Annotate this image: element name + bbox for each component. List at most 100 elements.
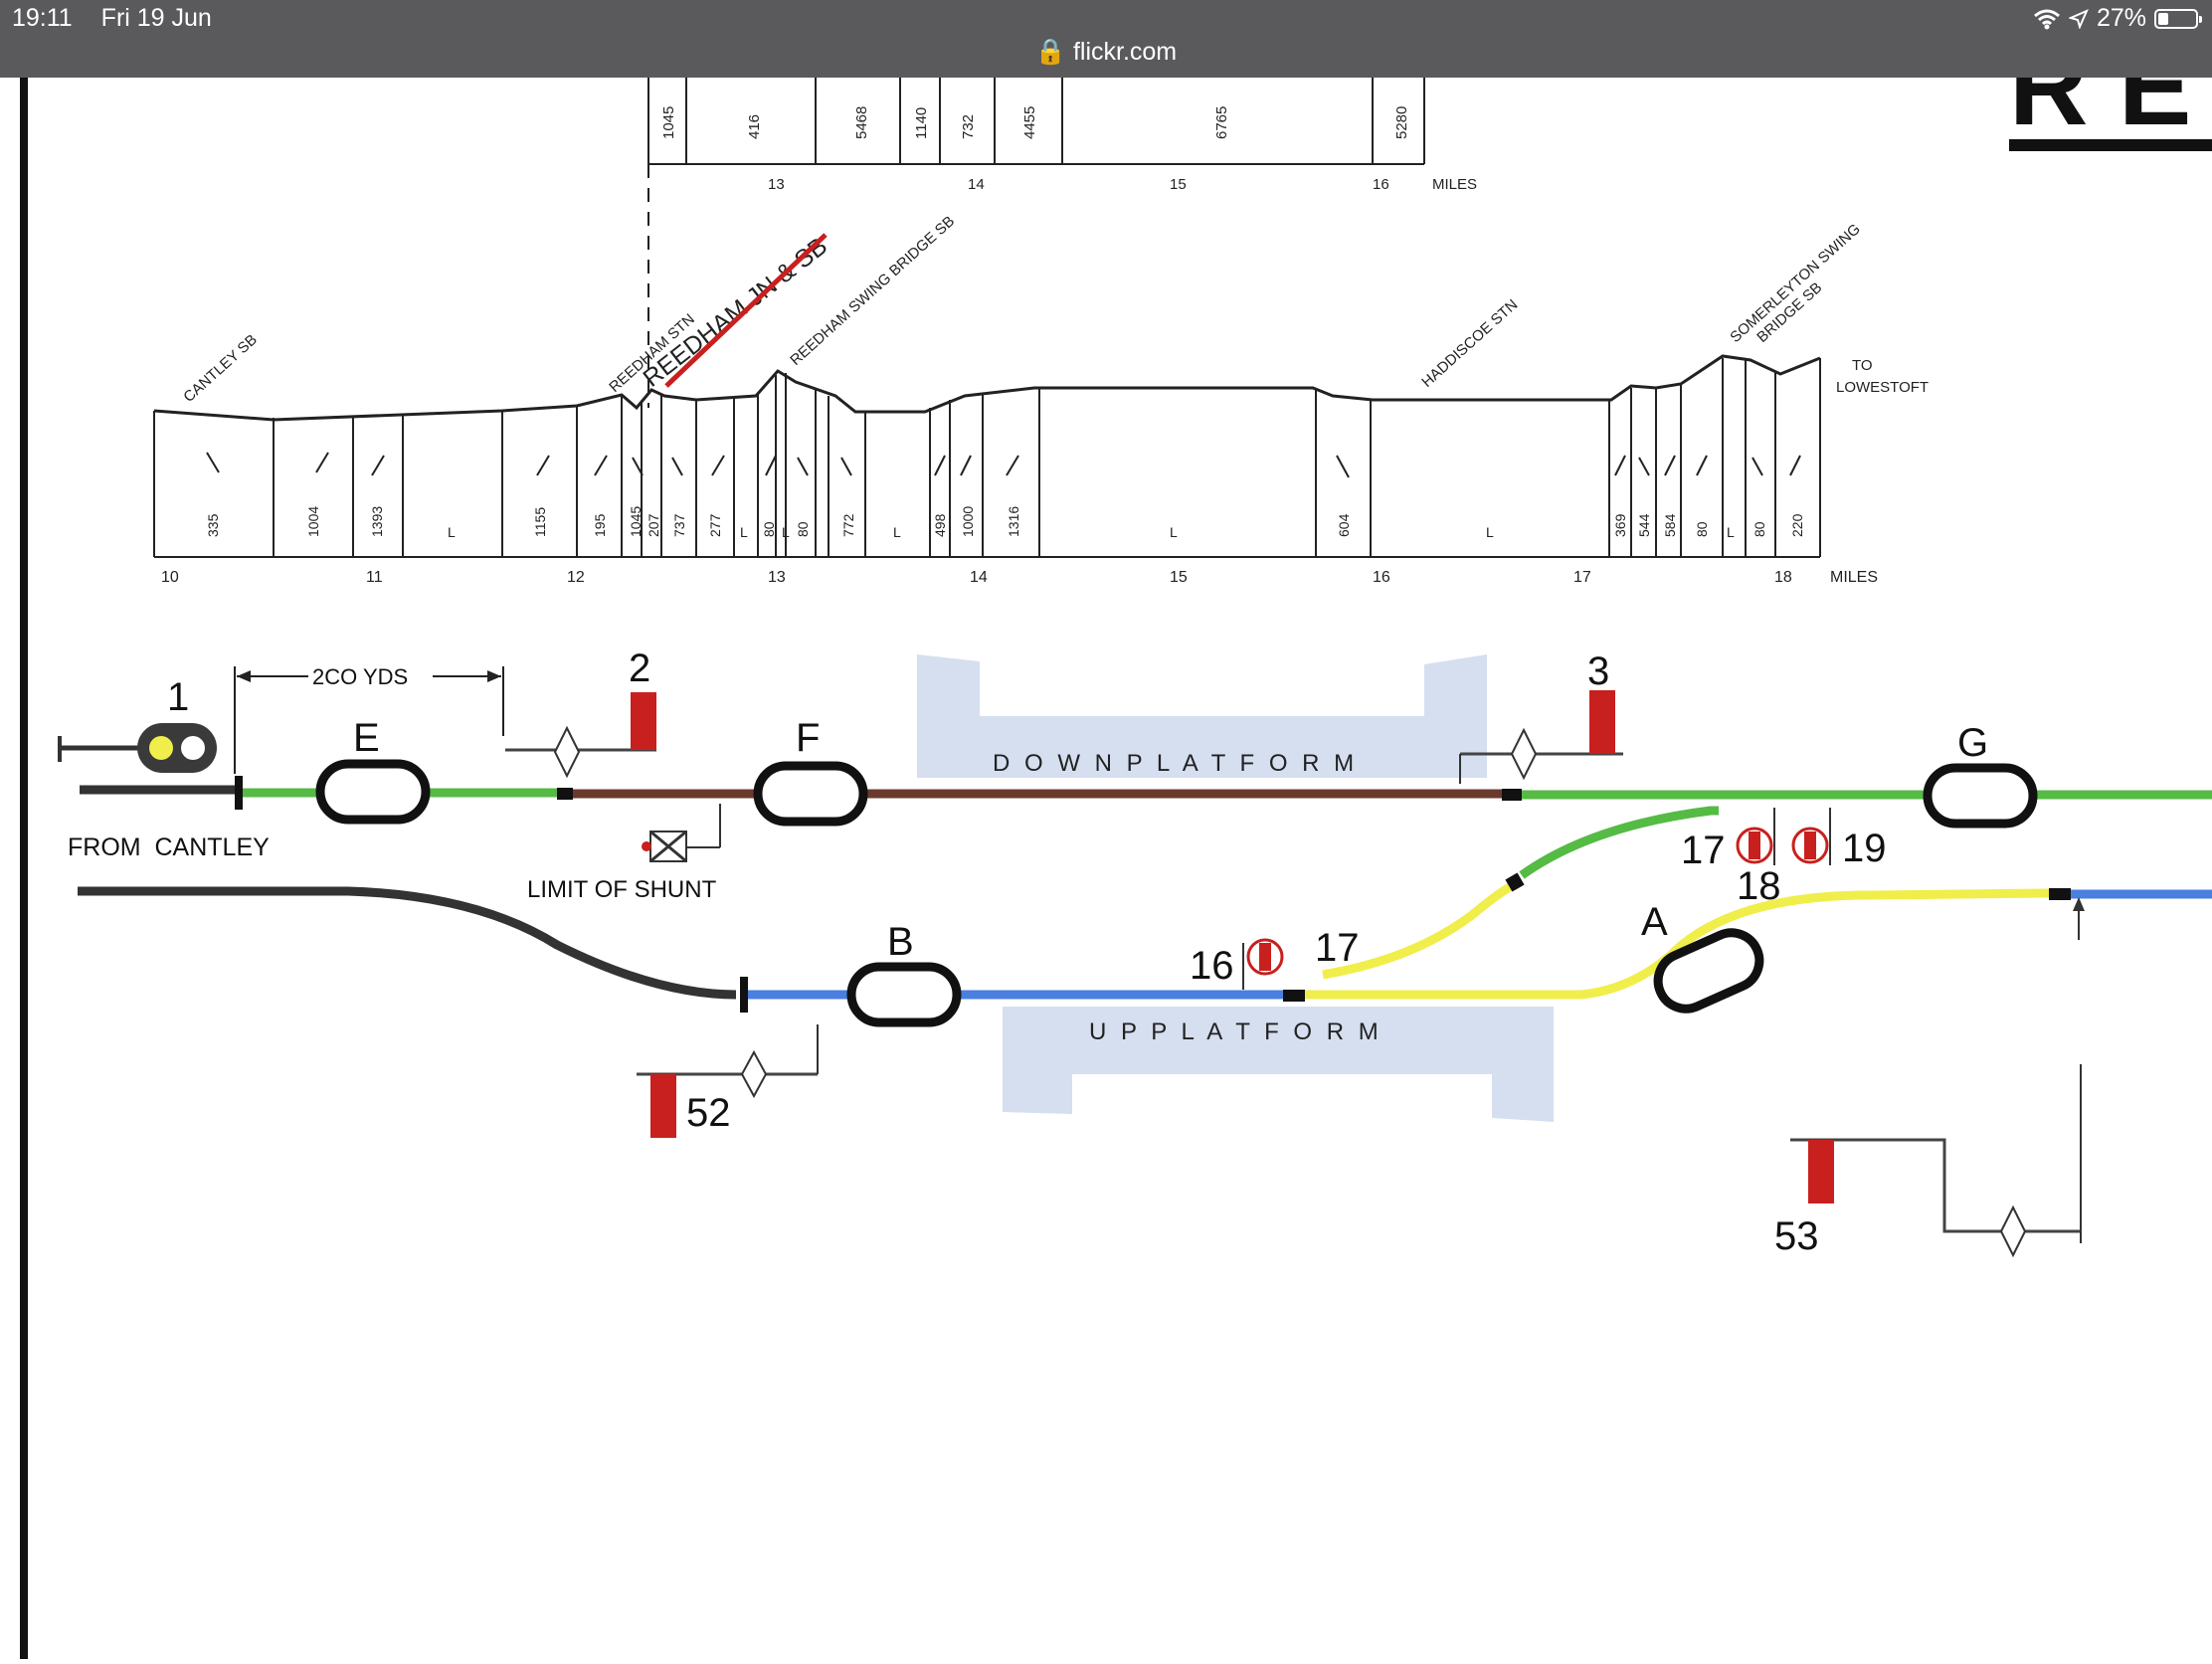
signal-2-arm xyxy=(631,692,656,750)
gradient-profile-line xyxy=(153,354,1821,422)
track-section-joint xyxy=(1283,990,1305,1002)
signal-53-label: 53 xyxy=(1774,1214,1819,1258)
address-bar[interactable]: 🔒 flickr.com xyxy=(0,38,2212,67)
signal-17-crossover-label: 17 xyxy=(1315,926,1360,970)
grad-val: L xyxy=(740,524,748,540)
grad-val: 80 xyxy=(761,521,777,537)
grad-val: 220 xyxy=(1789,513,1805,537)
grad-val: 195 xyxy=(592,513,608,537)
battery-fill xyxy=(2158,12,2168,25)
dimension-arrow-right xyxy=(487,670,501,682)
status-left: 19:11 Fri 19 Jun xyxy=(12,4,234,33)
signal-1-white-aspect xyxy=(181,736,205,760)
signal-2-diamond xyxy=(553,725,581,779)
circuit-label-f: F xyxy=(796,716,820,760)
track-up-yellow xyxy=(1305,888,2050,1000)
gradient-arrows xyxy=(206,452,1801,478)
lowestoft-label: LOWESTOFT xyxy=(1836,379,1929,396)
ground-signal-19-bar xyxy=(1804,832,1816,859)
limit-of-shunt-lamp xyxy=(642,841,651,851)
signal-16-label: 16 xyxy=(1190,944,1234,988)
track-circuit-f xyxy=(753,761,868,827)
signal-52-label: 52 xyxy=(686,1091,731,1135)
signal-18-label: 18 xyxy=(1737,864,1781,908)
mile-label: 15 xyxy=(1170,176,1187,193)
signalling-diagram: R E 1045 416 5468 1140 732 4455 6765 528… xyxy=(20,26,2212,1659)
mile-label: 16 xyxy=(1373,569,1390,586)
gradient-profile-values: 335 1004 1393 L 1155 195 1045 207 737 27… xyxy=(205,506,1805,540)
battery-percent: 27% xyxy=(2096,4,2146,32)
grad-val: 1004 xyxy=(305,506,321,537)
grad-val: 737 xyxy=(671,513,687,537)
header-fragment: R E xyxy=(2009,78,2191,148)
image-left-border xyxy=(20,78,28,1659)
crossover-yellow xyxy=(1322,878,1520,980)
grad-val: 584 xyxy=(1662,513,1678,537)
signal-52-arm xyxy=(650,1074,676,1138)
grad-up-val: 416 xyxy=(746,114,763,139)
grad-up-val: 5280 xyxy=(1393,106,1410,139)
grad-val: 80 xyxy=(795,521,811,537)
grad-val: 1393 xyxy=(369,506,385,537)
grad-up-val: 1140 xyxy=(913,107,930,139)
mile-label: 14 xyxy=(968,176,985,193)
distance-label: 2CO YDS xyxy=(312,664,408,689)
place-somerleyton: SOMERLEYTON SWING xyxy=(1727,221,1864,346)
gradient-table-upper xyxy=(647,78,1425,165)
signal-52-diamond xyxy=(740,1049,768,1099)
status-date: Fri 19 Jun xyxy=(100,4,212,32)
direction-arrowhead xyxy=(2073,897,2085,911)
up-platform-label: U P P L A T F O R M xyxy=(1089,1018,1382,1045)
track-section-joint xyxy=(557,788,573,800)
signal-3-diamond xyxy=(1510,727,1538,781)
grad-up-val: 732 xyxy=(960,114,977,139)
circuit-label-b: B xyxy=(887,920,914,964)
image-viewport[interactable]: R E 1045 416 5468 1140 732 4455 6765 528… xyxy=(0,26,2212,1659)
track-circuit-b xyxy=(846,962,962,1027)
grad-val: L xyxy=(1170,524,1178,540)
url-text[interactable]: flickr.com xyxy=(1072,38,1178,66)
limit-of-shunt-cross xyxy=(649,830,687,863)
battery-icon xyxy=(2154,8,2202,29)
grad-val: 369 xyxy=(1612,513,1628,537)
grad-val: L xyxy=(1727,524,1735,540)
wifi-icon xyxy=(2033,9,2060,29)
grad-up-val: 6765 xyxy=(1213,106,1230,139)
ground-signal-16-bar xyxy=(1259,943,1271,971)
grad-up-val: 4455 xyxy=(1021,106,1038,139)
track-circuit-a xyxy=(1653,928,1764,1014)
reedham-jn-underline xyxy=(664,233,828,388)
track-section-joint xyxy=(1502,789,1522,801)
grad-val: 544 xyxy=(1636,513,1652,537)
status-bar: 19:11 Fri 19 Jun 🔒 flickr.com 27% xyxy=(0,0,2212,78)
grad-val: L xyxy=(782,524,790,540)
miles-label: MILES xyxy=(1830,569,1878,586)
track-circuit-e xyxy=(315,759,431,825)
miles-label: MILES xyxy=(1432,176,1477,193)
grad-val: 604 xyxy=(1336,513,1352,537)
track-up-black xyxy=(78,886,737,1000)
limit-of-shunt-label: LIMIT OF SHUNT xyxy=(527,876,717,903)
mile-label: 13 xyxy=(768,569,786,586)
circuit-label-g: G xyxy=(1957,721,1988,765)
status-right: 27% xyxy=(2033,4,2202,33)
mile-label: 11 xyxy=(366,569,383,586)
mile-label: 12 xyxy=(567,569,585,586)
lock-icon: 🔒 xyxy=(1034,38,1066,66)
track-circuit-g xyxy=(1923,763,2038,829)
mile-label: 17 xyxy=(1573,569,1591,586)
gradient-profile-miles: 10 11 12 13 14 15 16 17 18 MILES xyxy=(161,569,1878,586)
mile-label: 14 xyxy=(970,569,988,586)
grad-val: 80 xyxy=(1694,521,1710,537)
mile-label: 16 xyxy=(1373,176,1389,193)
buffer-stop-up xyxy=(740,977,748,1013)
track-circuit-labels: E F G B A xyxy=(353,716,1988,964)
mile-label: 10 xyxy=(161,569,179,586)
down-platform xyxy=(917,654,1487,778)
mile-label: 18 xyxy=(1774,569,1792,586)
signal-53-arm xyxy=(1808,1140,1834,1203)
status-time: 19:11 xyxy=(12,4,73,32)
signal-2-label: 2 xyxy=(629,647,650,690)
location-arrow-icon xyxy=(2068,8,2089,29)
signal-17-label: 17 xyxy=(1681,829,1726,872)
